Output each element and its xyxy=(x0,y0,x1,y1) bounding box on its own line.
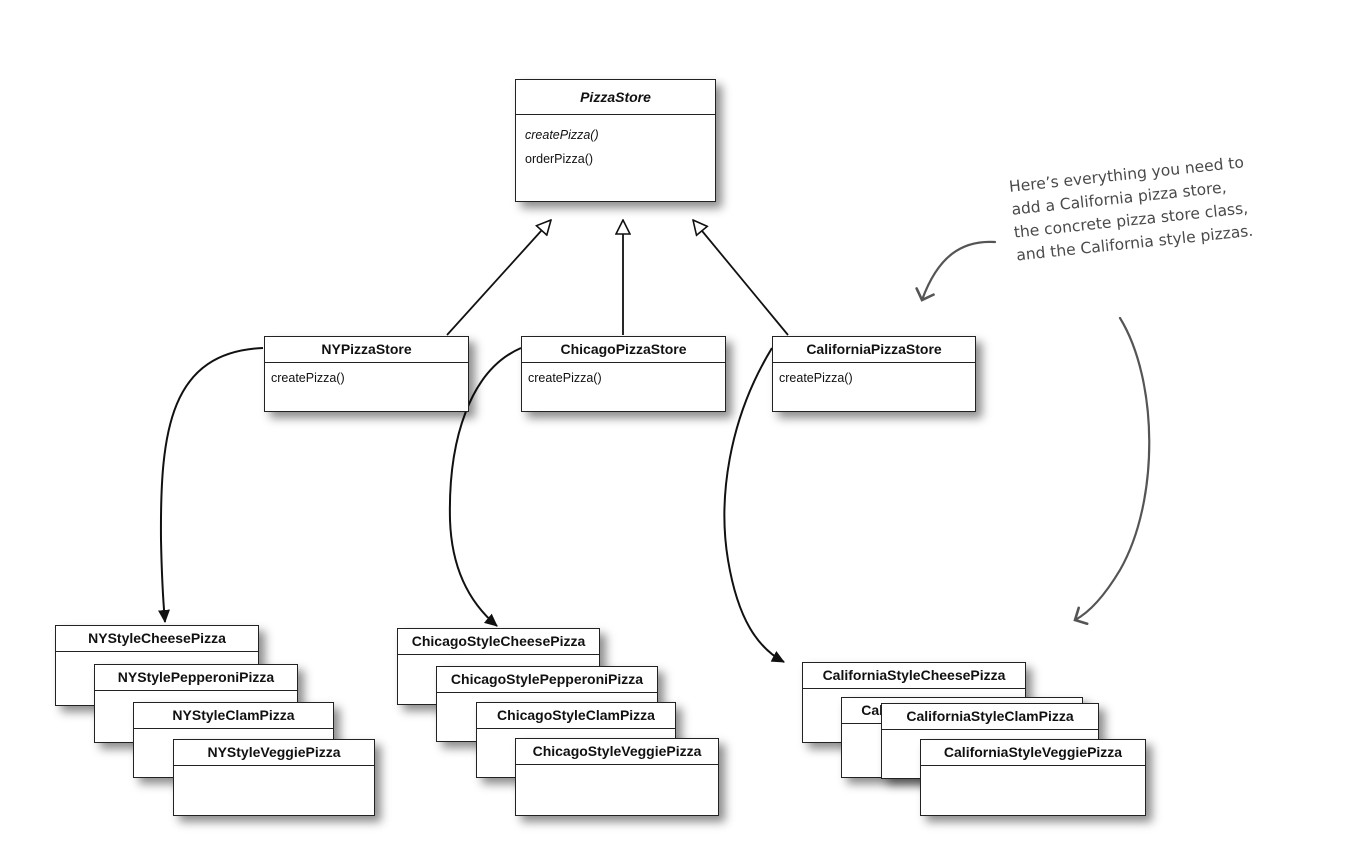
annotation-arrow-pizzas xyxy=(1073,316,1151,626)
pizzastore-method-order: orderPizza() xyxy=(525,152,594,166)
pizza-class-name: NYStylePepperoniPizza xyxy=(95,665,297,691)
store-method: createPizza() xyxy=(528,371,602,385)
pizza-class-name: ChicagoStylePepperoniPizza xyxy=(437,667,657,693)
pizzastore-methods: createPizza() orderPizza() xyxy=(516,115,715,179)
store-class-name: NYPizzaStore xyxy=(265,337,468,363)
pizza-class-name: ChicagoStyleCheesePizza xyxy=(398,629,599,655)
pizza-class-name: ChicagoStyleVeggiePizza xyxy=(516,739,718,765)
chicagopizzastore-class: ChicagoPizzaStore createPizza() xyxy=(521,336,726,412)
pizza-class-name: NYStyleCheesePizza xyxy=(56,626,258,652)
store-class-name: CaliforniaPizzaStore xyxy=(773,337,975,363)
store-method: createPizza() xyxy=(271,371,345,385)
pizza-class-california-veggie: CaliforniaStyleVeggiePizza xyxy=(920,739,1146,816)
pizza-class-name: CaliforniaStyleCheesePizza xyxy=(803,663,1025,689)
pizza-class-name: NYStyleVeggiePizza xyxy=(174,740,374,766)
pizzastore-method-create: createPizza() xyxy=(525,128,599,142)
pizzastore-class-name: PizzaStore xyxy=(516,80,715,115)
chicago-creates-arrow xyxy=(448,347,522,627)
pizza-class-ny-veggie: NYStyleVeggiePizza xyxy=(173,739,375,816)
inherit-ny-arrow xyxy=(446,220,551,336)
pizza-class-name: NYStyleClamPizza xyxy=(134,703,333,729)
californiapizzastore-class: CaliforniaPizzaStore createPizza() xyxy=(772,336,976,412)
pizza-class-name: ChicagoStyleClamPizza xyxy=(477,703,675,729)
nypizzastore-class: NYPizzaStore createPizza() xyxy=(264,336,469,412)
store-method: createPizza() xyxy=(779,371,853,385)
ny-creates-arrow xyxy=(158,347,264,623)
annotation-arrow-store xyxy=(915,240,997,302)
pizza-class-name: CaliforniaStyleClamPizza xyxy=(882,704,1098,730)
pizza-class-chicago-veggie: ChicagoStyleVeggiePizza xyxy=(515,738,719,816)
inherit-california-arrow xyxy=(693,220,789,336)
store-class-name: ChicagoPizzaStore xyxy=(522,337,725,363)
california-creates-arrow xyxy=(723,347,785,663)
pizza-class-name: CaliforniaStyleVeggiePizza xyxy=(921,740,1145,766)
pizzastore-class: PizzaStore createPizza() orderPizza() xyxy=(515,79,716,202)
